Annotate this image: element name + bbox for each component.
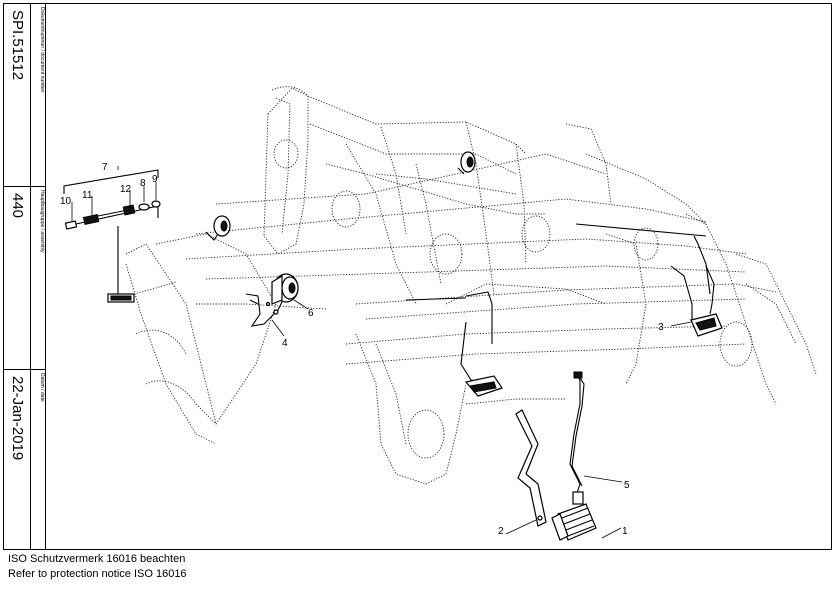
callout-1: 1 bbox=[622, 526, 628, 537]
callout-4: 4 bbox=[282, 338, 288, 349]
date-label: Datum / date bbox=[39, 373, 45, 402]
work-lamp-6-and-bracket-4 bbox=[245, 273, 299, 327]
callout-7: 7 bbox=[102, 162, 108, 173]
date-value: 22-Jan-2019 bbox=[9, 376, 26, 461]
protection-notice: ISO Schutzvermerk 16016 beachten Refer t… bbox=[8, 552, 187, 582]
assembly-cell: 440 Hauptbaugruppe / assembly bbox=[4, 187, 46, 370]
drawing-sheet: SPI.51512 Dokumentnummer / document numb… bbox=[3, 3, 832, 550]
callout-leaders bbox=[71, 166, 692, 539]
callout-11: 11 bbox=[82, 190, 93, 201]
callout-labels: 1 2 3 4 5 6 7 8 9 10 11 12 bbox=[60, 162, 664, 537]
date-cell: 22-Jan-2019 Datum / date bbox=[4, 370, 46, 551]
callout-2: 2 bbox=[498, 526, 504, 537]
callout-9: 9 bbox=[152, 174, 158, 185]
machine-frame-phantom bbox=[125, 86, 817, 485]
callout-5: 5 bbox=[624, 480, 630, 491]
assembly-label: Hauptbaugruppe / assembly bbox=[39, 190, 45, 253]
work-lamp-1-and-cable-5 bbox=[551, 371, 597, 541]
title-block: SPI.51512 Dokumentnummer / document numb… bbox=[4, 4, 46, 549]
callout-8: 8 bbox=[140, 178, 146, 189]
callout-3: 3 bbox=[658, 322, 664, 333]
protection-notice-de: ISO Schutzvermerk 16016 beachten bbox=[8, 553, 186, 565]
frame-mounted-lamps bbox=[205, 151, 723, 397]
assembly-number: 440 bbox=[9, 193, 26, 219]
document-number: SPI.51512 bbox=[9, 10, 26, 81]
mounting-bracket-2 bbox=[515, 409, 547, 527]
protection-notice-en: Refer to protection notice ISO 16016 bbox=[8, 568, 187, 580]
document-number-cell: SPI.51512 Dokumentnummer / document numb… bbox=[4, 4, 46, 187]
callout-6: 6 bbox=[308, 308, 314, 319]
document-number-label: Dokumentnummer / document number bbox=[39, 7, 45, 93]
callout-10: 10 bbox=[60, 196, 72, 207]
callout-12: 12 bbox=[120, 184, 132, 195]
exploded-parts-drawing: 1 2 3 4 5 6 7 8 9 10 11 12 bbox=[60, 86, 817, 541]
harness-kit-7 bbox=[63, 169, 177, 303]
